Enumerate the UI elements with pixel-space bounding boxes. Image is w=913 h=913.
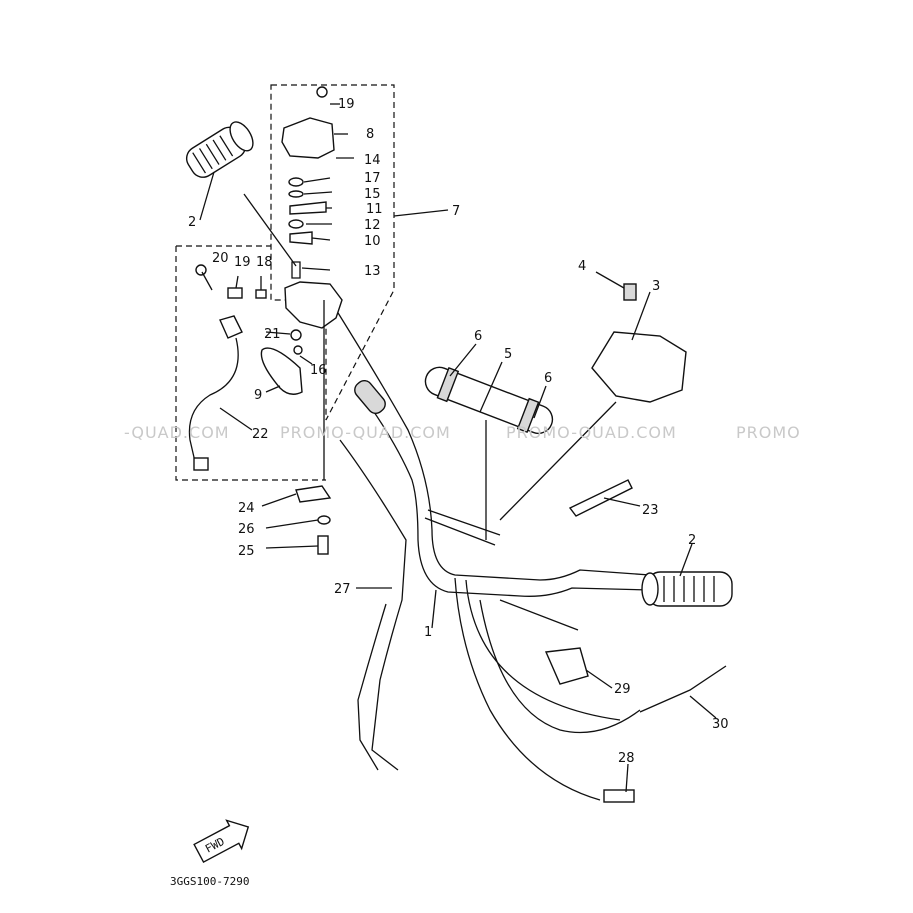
callout-labels: 19 8 14 17 15 11 12 10 7 13 2 20 19 18 2…	[188, 97, 729, 766]
callout-9: 9	[254, 388, 262, 403]
callout-14: 14	[364, 153, 381, 168]
washer-21	[290, 329, 302, 341]
callout-26: 26	[238, 522, 255, 537]
callout-20: 20	[212, 251, 229, 266]
nut-17	[288, 177, 304, 187]
watermarks: -QUAD.COM PROMO-QUAD.COM PROMO-QUAD.COM …	[124, 423, 801, 442]
brake-cable-a	[454, 577, 601, 801]
callout-17: 17	[364, 171, 381, 186]
handlebar	[329, 299, 651, 597]
pin-10	[289, 231, 313, 245]
callout-8: 8	[366, 127, 374, 142]
left-grip	[185, 121, 254, 178]
callout-1: 1	[424, 625, 432, 640]
bolt-4	[623, 283, 637, 301]
lever-assembly-box	[175, 245, 326, 481]
screw-19-top	[316, 86, 328, 98]
callout-6-upper: 6	[474, 329, 482, 344]
lever-bracket	[219, 315, 243, 339]
watermark-4: PROMO	[736, 423, 801, 442]
washer-15	[288, 190, 304, 198]
callout-7: 7	[452, 204, 460, 219]
brake-cable-b	[465, 579, 621, 721]
washer-16	[293, 345, 303, 355]
drawing-code: 3GGS100-7290	[170, 875, 249, 888]
callout-2-left: 2	[188, 215, 196, 230]
clamp-24	[295, 485, 332, 503]
callout-29: 29	[614, 682, 631, 697]
lever-11	[289, 201, 327, 215]
bolt-18	[255, 289, 267, 299]
callout-28: 28	[618, 751, 635, 766]
cable-end-22	[193, 457, 209, 471]
switch-29	[544, 647, 589, 685]
callout-13: 13	[364, 264, 381, 279]
callout-15: 15	[364, 187, 381, 202]
callout-12: 12	[364, 218, 381, 233]
callout-5: 5	[504, 347, 512, 362]
callout-22: 22	[252, 427, 269, 442]
handlebar-holder-3	[591, 331, 687, 403]
watermark-2: PROMO-QUAD.COM	[280, 423, 451, 442]
washer-26	[317, 515, 331, 525]
callout-18: 18	[256, 255, 273, 270]
callout-24: 24	[238, 501, 255, 516]
leader-lines	[199, 103, 717, 793]
screw-20	[195, 264, 207, 276]
right-grip	[641, 571, 733, 607]
bar-end-plug	[354, 379, 386, 415]
callout-4: 4	[578, 259, 586, 274]
throttle-cable-27	[339, 439, 407, 771]
callout-16: 16	[310, 363, 327, 378]
brake-cable-c	[479, 599, 641, 734]
callout-3: 3	[652, 279, 660, 294]
callout-30: 30	[712, 717, 729, 732]
cable-tie-23	[568, 479, 633, 517]
callout-27: 27	[334, 582, 351, 597]
washer-12	[288, 219, 304, 229]
bolt-25	[317, 535, 329, 555]
watermark-3: PROMO-QUAD.COM	[506, 423, 677, 442]
throttle-lever-9	[260, 347, 303, 395]
switch-cover	[281, 117, 335, 159]
bolt-19	[227, 287, 243, 299]
throttle-cable-27b	[357, 603, 387, 771]
watermark-1: -QUAD.COM	[124, 423, 230, 442]
spring-13	[291, 261, 301, 279]
callout-10: 10	[364, 234, 381, 249]
switch-assembly-box	[270, 84, 395, 421]
callout-25: 25	[238, 544, 255, 559]
adjuster-rod	[499, 599, 579, 631]
callout-19-top: 19	[338, 97, 355, 112]
callout-19-left: 19	[234, 255, 251, 270]
callout-6-lower: 6	[544, 371, 552, 386]
callout-23: 23	[642, 503, 659, 518]
cable-22	[188, 337, 239, 467]
cable-end-28	[603, 789, 635, 803]
callout-21: 21	[264, 327, 281, 342]
cable-30	[639, 665, 727, 713]
callout-11: 11	[366, 202, 383, 217]
callout-2-right: 2	[688, 533, 696, 548]
switch-housing	[284, 281, 343, 329]
bar-pad-5	[424, 366, 554, 435]
fwd-arrow: FWD	[193, 819, 250, 864]
